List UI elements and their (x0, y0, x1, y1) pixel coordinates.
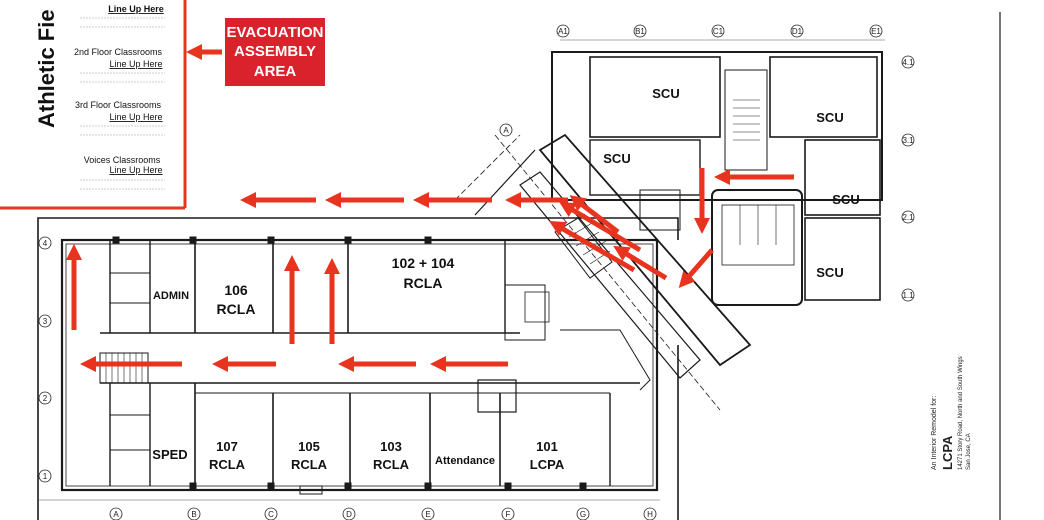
room-105-name: RCLA (291, 457, 328, 472)
legend-line-up-1: Line Up Here (108, 4, 164, 14)
grid-label-d: D (346, 510, 352, 519)
grid-label-a1: A1 (558, 27, 568, 36)
room-attendance: Attendance (435, 455, 495, 467)
grid-label-c1: C1 (713, 27, 724, 36)
badge-line-3: AREA (254, 63, 297, 80)
title-block-project: LCPA (940, 435, 955, 470)
room-scu-right-top: SCU (816, 110, 843, 125)
room-101-name: LCPA (530, 457, 565, 472)
room-sped: SPED (152, 447, 187, 462)
route-arrow (569, 195, 620, 234)
grid-label-c: C (268, 510, 274, 519)
grid-label-f: F (506, 510, 511, 519)
legend-line-up-2: Line Up Here (109, 59, 162, 69)
room-admin: ADMIN (153, 290, 189, 302)
site-outline (37, 217, 679, 520)
grid-label-4: 4 (43, 239, 48, 248)
room-106-number: 106 (224, 282, 248, 298)
room-102-name: RCLA (404, 275, 443, 291)
grid-label-2-1: 2.1 (902, 213, 914, 222)
grid-label-e: E (425, 510, 430, 519)
evacuation-assembly-badge: EVACUATION ASSEMBLY AREA (225, 18, 325, 86)
grid-label-b: B (191, 510, 196, 519)
badge-line-2: ASSEMBLY (234, 43, 316, 60)
legend-line-up-4: Line Up Here (109, 165, 162, 175)
grid-label-e1: E1 (871, 27, 881, 36)
room-106-name: RCLA (217, 301, 256, 317)
grid-label-4-1: 4.1 (902, 58, 914, 67)
room-scu-right-mid: SCU (832, 192, 859, 207)
grid-bubbles-top: A1 B1 C1 D1 E1 (556, 24, 885, 41)
grid-bubbles-left: 4 3 2 1 (38, 236, 52, 483)
room-102-number: 102 + 104 (392, 255, 455, 271)
east-wing (551, 51, 883, 306)
grid-label-3: 3 (43, 317, 48, 326)
legend-3rd-floor: 3rd Floor Classrooms (75, 100, 162, 110)
title-block-line-1: An Interior Remodel for: (931, 396, 938, 470)
title-block-address: 14271 Story Road, North and South Wings (958, 356, 964, 470)
grid-label-3-1: 3.1 (902, 136, 914, 145)
legend-panel: Athletic Fie Line Up Here 2nd Floor Clas… (0, 0, 187, 210)
evacuation-arrows (65, 168, 794, 373)
room-scu-left: SCU (603, 151, 630, 166)
grid-label-a: A (113, 510, 119, 519)
grid-label-b1: B1 (635, 27, 645, 36)
grid-label-1-1: 1.1 (902, 291, 914, 300)
route-arrow (559, 201, 642, 253)
grid-label-h: H (647, 510, 653, 519)
room-103-name: RCLA (373, 457, 410, 472)
legend-voices: Voices Classrooms (84, 155, 161, 165)
room-105-number: 105 (298, 439, 320, 454)
title-block-city: San Jose, CA (966, 433, 972, 470)
room-scu-right-bottom: SCU (816, 265, 843, 280)
legend-2nd-floor: 2nd Floor Classrooms (74, 47, 163, 57)
route-arrow (613, 245, 668, 281)
route-arrow (678, 248, 714, 289)
grid-bubbles-bottom: A B C D E F G H (38, 499, 660, 520)
diagonal-wing (454, 133, 752, 411)
grid-label-1: 1 (43, 472, 48, 481)
room-107-name: RCLA (209, 457, 246, 472)
grid-label-d1: D1 (792, 27, 803, 36)
badge-line-1: EVACUATION (227, 24, 324, 41)
room-101-number: 101 (536, 439, 558, 454)
grid-label-2: 2 (43, 394, 48, 403)
route-arrow (549, 221, 636, 273)
legend-line-up-3: Line Up Here (109, 112, 162, 122)
grid-label-g: G (580, 510, 586, 519)
grid-bubbles-right: 4.1 3.1 2.1 1.1 A (499, 55, 915, 302)
room-labels: ADMIN 106 RCLA 102 + 104 RCLA SPED 107 R… (152, 86, 859, 472)
room-scu-top: SCU (652, 86, 679, 101)
athletic-field-title: Athletic Fie (34, 9, 59, 128)
title-block: An Interior Remodel for: LCPA 14271 Stor… (931, 12, 1001, 520)
room-103-number: 103 (380, 439, 402, 454)
grid-label-diagonal: A (503, 126, 509, 135)
room-107-number: 107 (216, 439, 238, 454)
